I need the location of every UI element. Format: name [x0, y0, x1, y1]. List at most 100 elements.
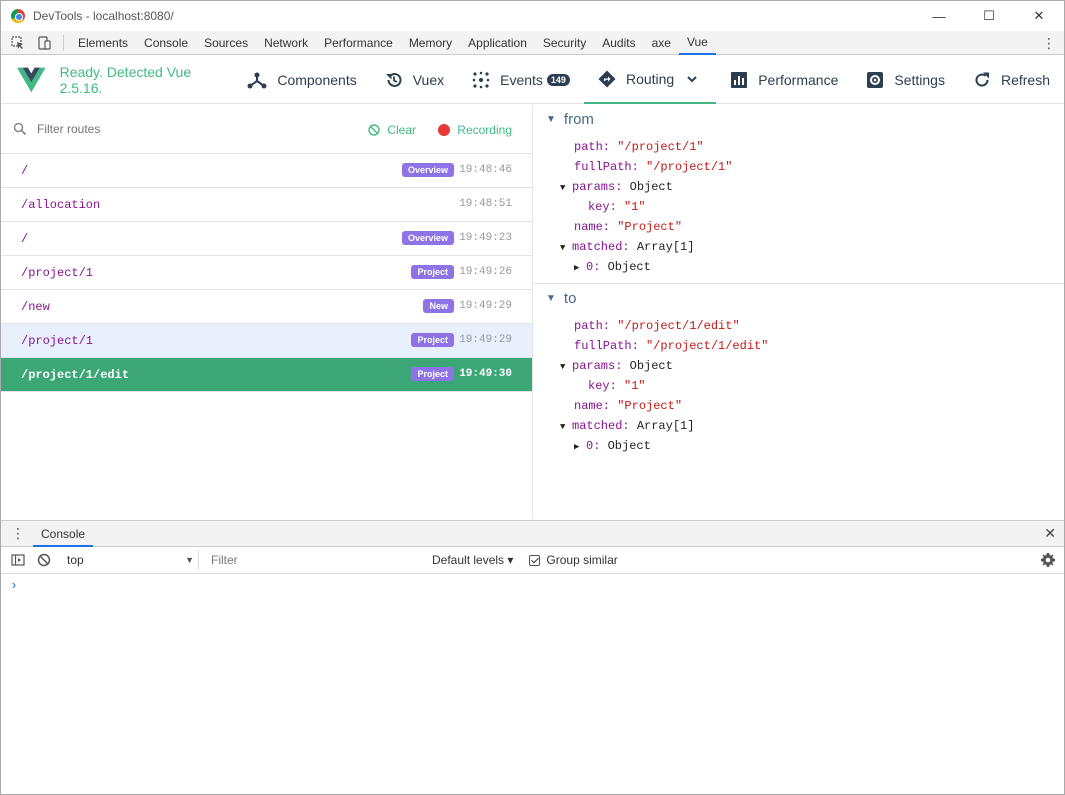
prop-value: Object — [607, 439, 651, 453]
route-path: / — [21, 231, 29, 246]
console-prompt[interactable]: › — [10, 578, 18, 593]
tab-console[interactable]: Console — [144, 35, 189, 50]
clear-button[interactable]: Clear — [368, 105, 416, 154]
nav-vuex[interactable]: Vuex — [371, 56, 458, 104]
prop-matched[interactable]: ▼matched: Array[1] — [534, 237, 1064, 257]
chevron-down-icon — [687, 75, 697, 82]
prop-matched-0[interactable]: ▶0: Object — [534, 257, 1064, 277]
route-name-tag: Overview — [401, 231, 454, 245]
from-section-header[interactable]: ▼ from — [534, 105, 1064, 133]
to-title: to — [563, 289, 577, 307]
prop-value: "1" — [624, 379, 646, 393]
prop-value: "Project" — [617, 399, 683, 413]
prop-key: path: — [574, 319, 611, 333]
prop-value: "/project/1/edit" — [646, 339, 769, 353]
events-count-badge: 149 — [546, 73, 570, 86]
route-path: /allocation — [21, 197, 101, 212]
route-time: 19:49:30 — [459, 368, 512, 380]
prop-key: 0: — [586, 439, 601, 453]
tab-network[interactable]: Network — [264, 35, 309, 50]
events-icon — [472, 71, 490, 88]
prop-fullpath: fullPath: "/project/1" — [534, 157, 1064, 177]
nav-vuex-label: Vuex — [412, 71, 445, 88]
more-options-icon[interactable]: ⋮ — [1042, 34, 1056, 51]
show-sidebar-icon[interactable] — [5, 547, 31, 573]
nav-refresh[interactable]: Refresh — [959, 56, 1064, 104]
tab-audits[interactable]: Audits — [602, 35, 636, 50]
tab-performance[interactable]: Performance — [324, 35, 393, 50]
console-filter-input[interactable]: Filter — [207, 551, 422, 569]
tab-application[interactable]: Application — [468, 35, 527, 50]
vue-devtools-header: Ready. Detected Vue 2.5.16. Components V… — [1, 56, 1064, 104]
nav-events[interactable]: Events 149 — [458, 56, 584, 104]
tab-vue[interactable]: Vue — [678, 31, 716, 55]
prop-value: "/project/1" — [617, 140, 704, 154]
tab-memory[interactable]: Memory — [408, 35, 453, 50]
inspect-element-icon[interactable] — [5, 31, 31, 55]
prop-key: matched: — [572, 419, 630, 433]
nav-settings-label: Settings — [894, 71, 945, 88]
group-similar-checkbox[interactable]: Group similar — [529, 553, 618, 567]
tab-security[interactable]: Security — [542, 35, 587, 50]
clear-console-icon[interactable] — [31, 547, 57, 573]
collapse-triangle-icon: ▼ — [546, 292, 556, 304]
tab-sources[interactable]: Sources — [204, 35, 249, 50]
route-history-row[interactable]: /allocation 19:48:51 — [1, 188, 532, 222]
prop-name: name: "Project" — [534, 396, 1064, 416]
maximize-button[interactable]: ☐ — [983, 8, 995, 23]
route-name-tag: Project — [411, 367, 454, 381]
nav-components[interactable]: Components — [233, 56, 370, 104]
prop-value: "/project/1" — [646, 160, 733, 174]
nav-performance[interactable]: Performance — [716, 56, 852, 104]
close-window-button[interactable]: ✕ — [1033, 8, 1045, 23]
route-history-row[interactable]: /project/1 Project 19:49:26 — [1, 256, 532, 290]
tab-elements[interactable]: Elements — [78, 35, 129, 50]
to-section-header[interactable]: ▼ to — [534, 284, 1064, 312]
prop-key: name: — [574, 399, 611, 413]
route-history-panel: Clear Recording / Overview 19:48:46 /all… — [1, 105, 533, 519]
prop-params[interactable]: ▼params: Object — [534, 356, 1064, 376]
vue-logo-icon — [17, 67, 46, 92]
prop-value: Object — [629, 359, 673, 373]
prop-key: 0: — [586, 260, 601, 274]
nav-settings[interactable]: Settings — [852, 56, 959, 104]
prop-value: Array[1] — [636, 419, 695, 433]
prop-key-param: key: "1" — [534, 197, 1064, 217]
prop-matched-0[interactable]: ▶ 0: Object — [534, 436, 1064, 456]
devtools-tab-bar: Elements Console Sources Network Perform… — [1, 31, 1064, 55]
route-history-row[interactable]: /project/1 Project 19:49:29 — [1, 324, 532, 358]
nav-routing[interactable]: Routing — [583, 56, 717, 104]
route-name-tag: Project — [411, 265, 454, 279]
drawer-tab-console[interactable]: Console — [33, 521, 94, 547]
route-filter-input[interactable] — [37, 122, 337, 136]
clear-label: Clear — [387, 122, 416, 137]
minimize-button[interactable]: — — [932, 8, 946, 24]
vue-detected-status: Ready. Detected Vue 2.5.16. — [59, 63, 192, 96]
route-history-row[interactable]: / Overview 19:48:46 — [1, 154, 532, 188]
route-history-row-selected[interactable]: /project/1/edit Project 19:49:30 — [1, 358, 532, 392]
console-settings-icon[interactable] — [1040, 552, 1056, 571]
recording-toggle[interactable]: Recording — [438, 105, 512, 154]
tab-axe[interactable]: axe — [651, 35, 671, 50]
prop-matched[interactable]: ▼matched: Array[1] — [534, 416, 1064, 436]
nav-refresh-label: Refresh — [1000, 71, 1050, 88]
prop-value: "1" — [624, 200, 646, 214]
route-history-row[interactable]: /new New 19:49:29 — [1, 290, 532, 324]
route-details-panel: ▼ from path: "/project/1" fullPath: "/pr… — [534, 105, 1064, 519]
device-toolbar-icon[interactable] — [31, 31, 57, 55]
collapsed-triangle-icon: ▶ — [574, 442, 580, 452]
recording-dot-icon — [438, 123, 451, 136]
to-section: ▼ to path: "/project/1/edit" fullPath: "… — [534, 284, 1064, 456]
log-levels-dropdown[interactable]: Default levels ▾ — [432, 553, 514, 567]
toolbar-divider — [63, 34, 64, 51]
context-selector[interactable]: top ▼ — [63, 550, 199, 570]
expanded-triangle-icon: ▼ — [560, 243, 566, 253]
route-history-row[interactable]: / Overview 19:49:23 — [1, 222, 532, 256]
route-time: 19:48:46 — [459, 164, 512, 176]
route-name-tag: Overview — [401, 163, 454, 177]
drawer-menu-icon[interactable]: ⋮ — [11, 525, 25, 541]
prop-params[interactable]: ▼params: Object — [534, 177, 1064, 197]
close-drawer-icon[interactable]: ✕ — [1044, 525, 1056, 541]
route-path: /project/1 — [21, 265, 94, 280]
